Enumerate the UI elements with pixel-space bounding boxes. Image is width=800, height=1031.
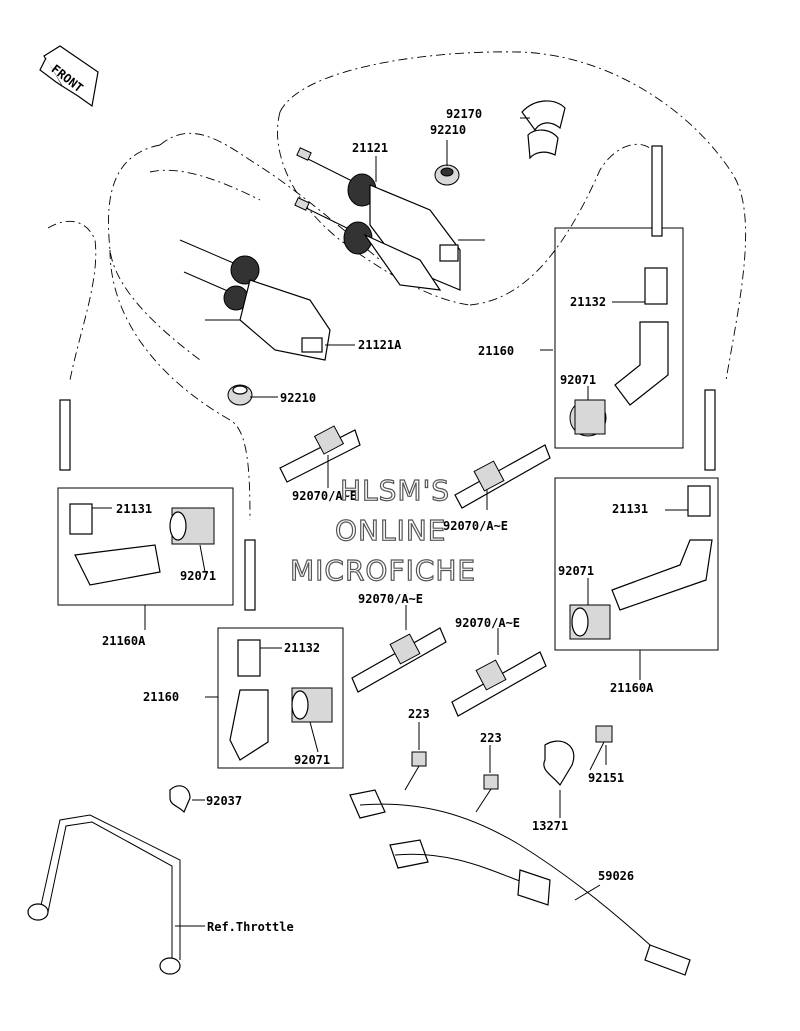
- label-92070-center: 92070/A~E: [443, 519, 508, 533]
- label-92210-top: 92210: [430, 123, 466, 137]
- label-21121: 21121: [352, 141, 388, 155]
- label-ref-throttle: Ref.Throttle: [207, 920, 294, 934]
- label-92210-left: 92210: [280, 391, 316, 405]
- label-92071-left: 92071: [180, 569, 216, 583]
- bolt-92151: [589, 725, 613, 771]
- plug-cap-21160-lower: [229, 539, 333, 761]
- label-21160-lower: 21160: [143, 690, 179, 704]
- watermark-line-1: HLSM'S: [340, 474, 450, 507]
- spark-plug-92070-center: [454, 444, 551, 509]
- label-21132-upper: 21132: [570, 295, 606, 309]
- cap-assembly-box-21160-upper: [554, 227, 684, 449]
- bolt-223-a: [404, 751, 427, 791]
- plug-cap-21160a-left: [59, 399, 215, 586]
- label-21160-upper: 21160: [478, 344, 514, 358]
- spark-plug-92070-mid: [351, 627, 447, 693]
- label-21121a: 21121A: [358, 338, 402, 352]
- plug-cap-21160-upper: [569, 145, 669, 437]
- grommet-92210-left: [227, 384, 253, 406]
- label-13271: 13271: [532, 819, 568, 833]
- front-arrow-icon: FRONT: [39, 45, 99, 108]
- ignition-coil-21121a: [179, 239, 331, 361]
- label-92071-lower: 92071: [294, 753, 330, 767]
- label-92071-right: 92071: [558, 564, 594, 578]
- label-92037: 92037: [206, 794, 242, 808]
- throttle-bracket: [27, 814, 181, 975]
- wire-routing-lines: [47, 51, 747, 521]
- label-21160a-left: 21160A: [102, 634, 146, 648]
- wiring-harness-59026: [349, 789, 691, 976]
- bolt-223-b: [475, 774, 499, 813]
- clamp-92037: [169, 785, 191, 814]
- watermark-line-2: ONLINE: [335, 514, 446, 547]
- spark-plug-92070-left: [279, 425, 361, 483]
- label-92170: 92170: [446, 107, 482, 121]
- watermark-line-3: MICROFICHE: [290, 554, 476, 587]
- grommet-92210-top: [434, 164, 460, 186]
- cap-assembly-box-21160-lower: [217, 627, 344, 769]
- label-21131-right: 21131: [612, 502, 648, 516]
- label-223-a: 223: [408, 707, 430, 721]
- plug-cap-21160a-right: [569, 389, 716, 640]
- label-92070-midright: 92070/A~E: [455, 616, 520, 630]
- watermark: HLSM'S ONLINE MICROFICHE: [289, 473, 476, 587]
- label-21160a-right: 21160A: [610, 681, 654, 695]
- spark-plug-92070-midright: [451, 651, 547, 717]
- label-21132-lower: 21132: [284, 641, 320, 655]
- clamp-13271: [543, 740, 575, 787]
- label-59026: 59026: [598, 869, 634, 883]
- clamp-92170: [521, 100, 566, 160]
- label-223-b: 223: [480, 731, 502, 745]
- label-92151: 92151: [588, 771, 624, 785]
- label-92070-mid: 92070/A~E: [358, 592, 423, 606]
- ignition-coil-21121: [294, 147, 485, 291]
- cap-assembly-box-21160a-right: [554, 477, 719, 651]
- label-21131-left: 21131: [116, 502, 152, 516]
- leader-lines: [92, 117, 688, 927]
- label-92070-left: 92070/A~E: [292, 489, 357, 503]
- label-92071-upper: 92071: [560, 373, 596, 387]
